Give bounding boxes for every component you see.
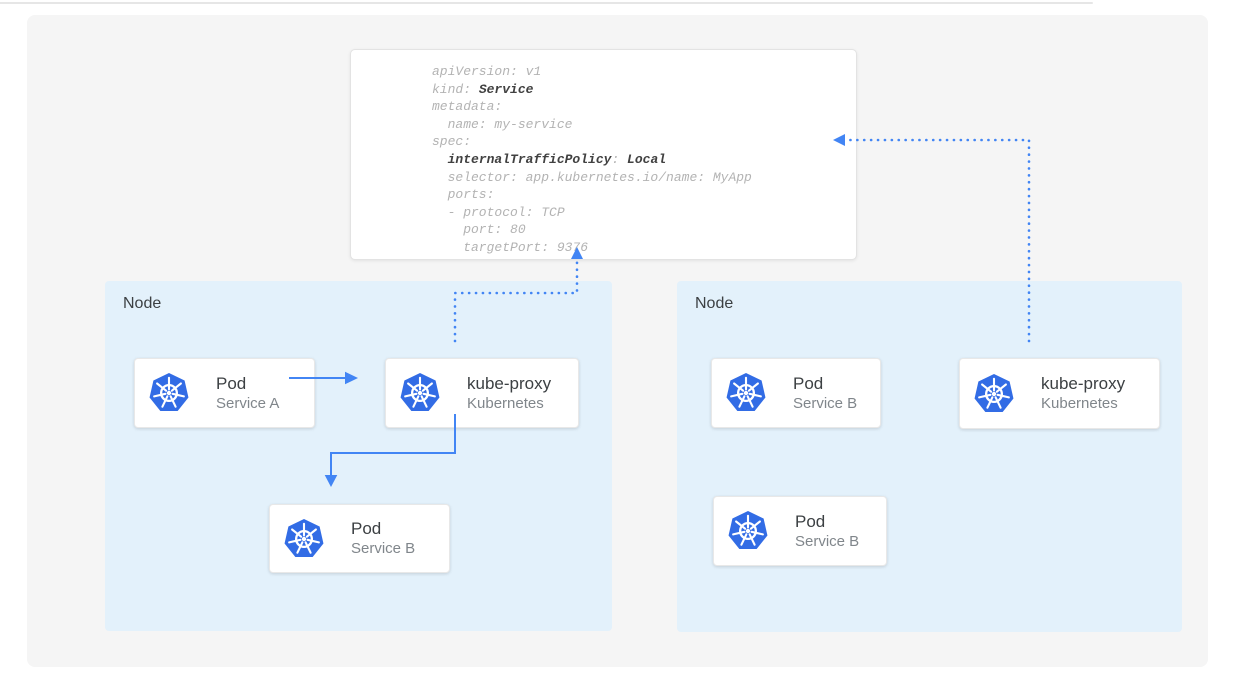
kubernetes-icon [149, 373, 189, 411]
yaml-name: name: my-service [432, 116, 573, 132]
card-subtitle: Service A [216, 394, 280, 412]
yaml-line: metadata: [432, 98, 752, 116]
kubernetes-icon [974, 373, 1014, 412]
yaml-targetport: targetPort: 9376 [432, 239, 589, 255]
card-subtitle: Kubernetes [1041, 395, 1118, 412]
card-title: Pod [216, 373, 247, 393]
yaml-internal-traffic-policy-key: internalTrafficPolicy [447, 151, 612, 167]
pod-card-service-b-right-bottom: Pod Service B [713, 496, 887, 566]
kube-proxy-card-right: kube-proxy Kubernetes [959, 358, 1160, 429]
yaml-indent [432, 152, 448, 167]
yaml-kind-key: kind: [432, 81, 479, 97]
yaml-line: ports: [432, 186, 752, 204]
pod-card-service-b-left: Pod Service B [269, 504, 450, 573]
yaml-line: - protocol: TCP [432, 204, 752, 222]
yaml-separator: : [611, 151, 628, 167]
yaml-line: apiVersion: v1 [432, 63, 752, 81]
yaml-ports: ports: [432, 187, 495, 203]
kubernetes-icon [400, 373, 440, 411]
yaml-line: port: 80 [432, 221, 752, 239]
yaml-line: name: my-service [432, 116, 752, 134]
card-subtitle: Service B [351, 540, 416, 557]
top-divider [0, 2, 1093, 4]
kubernetes-icon [728, 511, 768, 549]
card-title: Pod [795, 511, 826, 531]
yaml-line: spec: [432, 133, 752, 151]
yaml-line: selector: app.kubernetes.io/name: MyApp [432, 169, 752, 187]
yaml-line: kind: Service [432, 81, 752, 99]
yaml-metadata: metadata: [432, 99, 503, 115]
card-title: kube-proxy [467, 373, 552, 393]
kubernetes-icon [284, 518, 324, 557]
yaml-spec: spec: [432, 134, 472, 150]
kube-proxy-card-left: kube-proxy Kubernetes [385, 358, 579, 428]
kubernetes-icon [726, 373, 766, 411]
yaml-kind-value: Service [478, 81, 534, 97]
yaml-line: internalTrafficPolicy: Local [432, 151, 752, 169]
card-title: Pod [351, 519, 382, 538]
yaml-apiversion: apiVersion: v1 [432, 64, 542, 79]
card-title: kube-proxy [1041, 374, 1126, 393]
pod-card-service-a: Pod Service A [134, 358, 315, 428]
card-title: Pod [793, 373, 824, 393]
diagram-canvas: apiVersion: v1 kind: Service metadata: n… [27, 15, 1208, 667]
node-label: Node [695, 295, 734, 312]
service-yaml-code: apiVersion: v1 kind: Service metadata: n… [432, 63, 752, 257]
yaml-line: targetPort: 9376 [432, 239, 752, 257]
node-box-right: Node [677, 281, 1182, 632]
service-yaml-card: apiVersion: v1 kind: Service metadata: n… [350, 49, 857, 260]
card-subtitle: Kubernetes [467, 394, 544, 412]
card-subtitle: Service B [795, 532, 860, 550]
yaml-selector: selector: app.kubernetes.io/name: MyApp [432, 169, 752, 185]
pod-card-service-b-right-top: Pod Service B [711, 358, 881, 428]
yaml-protocol: - protocol: TCP [432, 204, 565, 220]
node-box-left: Node [105, 281, 612, 631]
card-subtitle: Service B [793, 394, 858, 412]
yaml-port: port: 80 [432, 222, 526, 238]
yaml-internal-traffic-policy-value: Local [627, 151, 667, 167]
node-label: Node [123, 295, 162, 312]
